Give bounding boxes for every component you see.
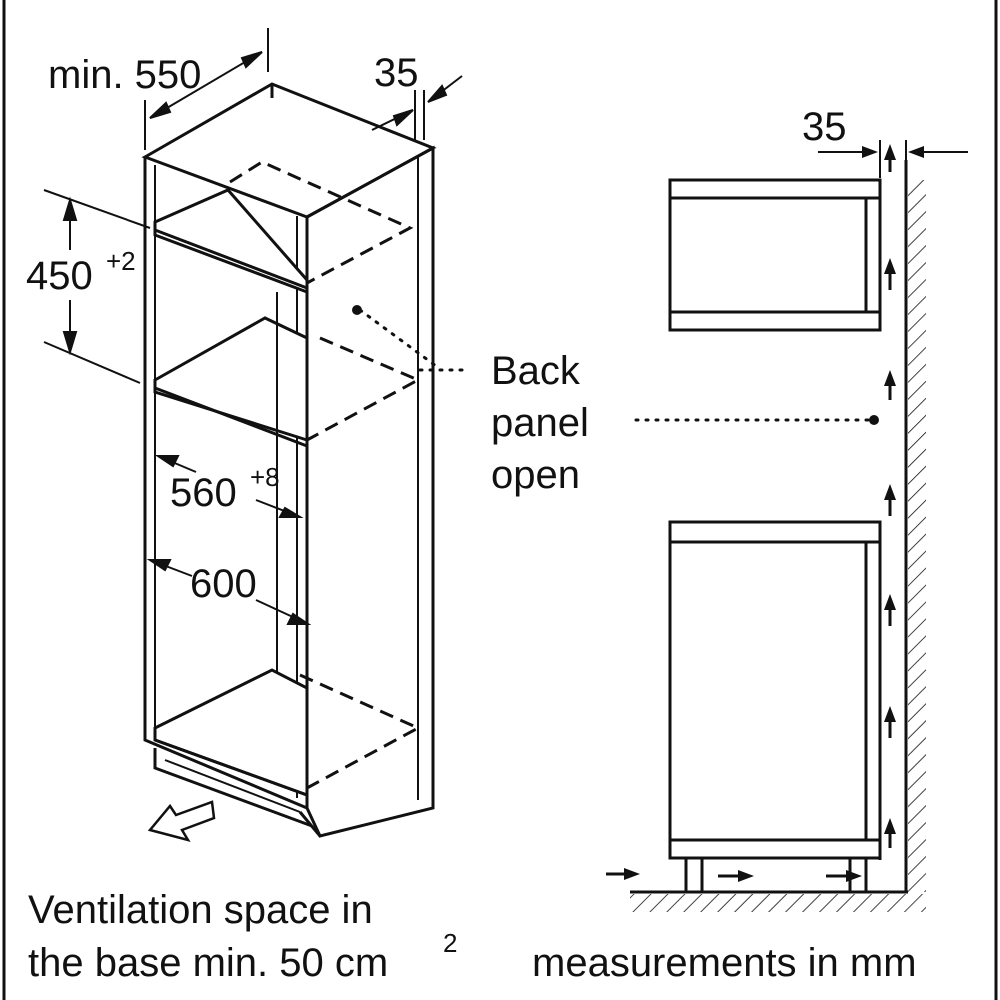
dim-niche-width-tol: +8 bbox=[250, 462, 280, 492]
dim-depth-label: min. 550 bbox=[48, 53, 201, 97]
ventilation-sup: 2 bbox=[443, 928, 457, 958]
ventilation-line1: Ventilation space in bbox=[28, 888, 373, 932]
ventilation-line2: the base min. 50 cm bbox=[28, 941, 388, 985]
cabinet-side bbox=[305, 145, 435, 838]
side-section bbox=[630, 160, 926, 912]
dim-back-gap-right-label: 35 bbox=[802, 105, 847, 149]
dim-niche-width-label: 560 bbox=[170, 471, 237, 515]
cabinet-top bbox=[141, 82, 437, 219]
dim-back-gap-left bbox=[371, 75, 463, 140]
back-panel-word2: panel bbox=[491, 401, 589, 445]
units-note: measurements in mm bbox=[532, 941, 917, 985]
dim-cabinet-width-label: 600 bbox=[190, 562, 257, 606]
dim-back-gap-right bbox=[818, 140, 968, 178]
dim-niche-height-label: 450 bbox=[26, 254, 93, 298]
airflow-up-arrows-icon bbox=[884, 144, 896, 848]
back-panel-word3: open bbox=[491, 453, 580, 497]
dim-niche-width bbox=[154, 455, 304, 518]
airflow-right-arrows-icon bbox=[606, 868, 862, 882]
dim-niche-height bbox=[43, 189, 151, 384]
dim-cabinet-width bbox=[146, 559, 312, 625]
leader-dots bbox=[358, 308, 870, 422]
dim-depth bbox=[144, 28, 269, 150]
back-panel-word1: Back bbox=[491, 349, 581, 393]
cabinet-isometric bbox=[141, 82, 437, 838]
ventilation-arrow-icon bbox=[147, 800, 216, 842]
dim-back-gap-left-label: 35 bbox=[374, 51, 419, 95]
dim-niche-height-tol: +2 bbox=[106, 246, 136, 276]
back-panel-dashes bbox=[229, 160, 422, 790]
